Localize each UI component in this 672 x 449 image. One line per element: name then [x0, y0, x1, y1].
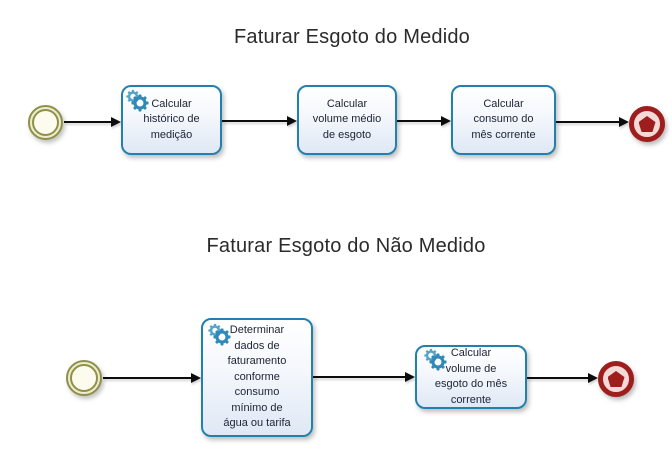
start-event [66, 360, 102, 396]
task-label: Determinar dados de faturamento conforme… [223, 324, 291, 430]
task-label: Calcular volume de esgoto do mês corrent… [434, 347, 508, 406]
flow-line [527, 377, 588, 379]
process-title: Faturar Esgoto do Não Medido [206, 235, 486, 257]
start-event-inner-ring [70, 364, 98, 392]
task-calcular-historico: Calcular histórico de medição [121, 85, 222, 155]
sequence-flow [64, 116, 121, 128]
end-event [629, 106, 665, 142]
flow-line [313, 376, 405, 378]
arrowhead-icon [619, 117, 629, 127]
arrowhead-icon [441, 116, 451, 126]
end-event-pentagon-icon [638, 116, 656, 132]
arrowhead-icon [111, 117, 121, 127]
task-calcular-consumo: Calcular consumo do mês corrente [451, 85, 556, 155]
sequence-flow [103, 372, 201, 384]
flow-line [556, 121, 619, 123]
sequence-flow [556, 116, 629, 128]
end-event-pentagon-icon [607, 371, 625, 387]
process-title: Faturar Esgoto do Medido [233, 26, 471, 48]
task-calcular-volume-esgoto: Calcular volume de esgoto do mês corrent… [415, 345, 527, 409]
arrowhead-icon [405, 372, 415, 382]
end-event [598, 361, 634, 397]
arrowhead-icon [191, 373, 201, 383]
task-determinar-dados: Determinar dados de faturamento conforme… [201, 318, 313, 437]
start-event-inner-ring [32, 109, 59, 136]
flow-line [397, 120, 441, 122]
sequence-flow [397, 115, 451, 127]
service-gears-icon [423, 348, 449, 372]
sequence-flow [527, 372, 598, 384]
arrowhead-icon [287, 116, 297, 126]
flow-line [222, 120, 287, 122]
service-gears-icon [207, 323, 233, 347]
start-event [28, 105, 63, 140]
task-label: Calcular volume médio de esgoto [312, 97, 382, 141]
task-label: Calcular histórico de medição [143, 97, 200, 141]
sequence-flow [222, 115, 297, 127]
task-calcular-volume-medio: Calcular volume médio de esgoto [297, 85, 397, 155]
arrowhead-icon [588, 373, 598, 383]
sequence-flow [313, 371, 415, 383]
service-gears-icon [125, 89, 151, 113]
task-label: Calcular consumo do mês corrente [471, 97, 536, 141]
flow-line [103, 377, 191, 379]
flow-line [64, 121, 111, 123]
